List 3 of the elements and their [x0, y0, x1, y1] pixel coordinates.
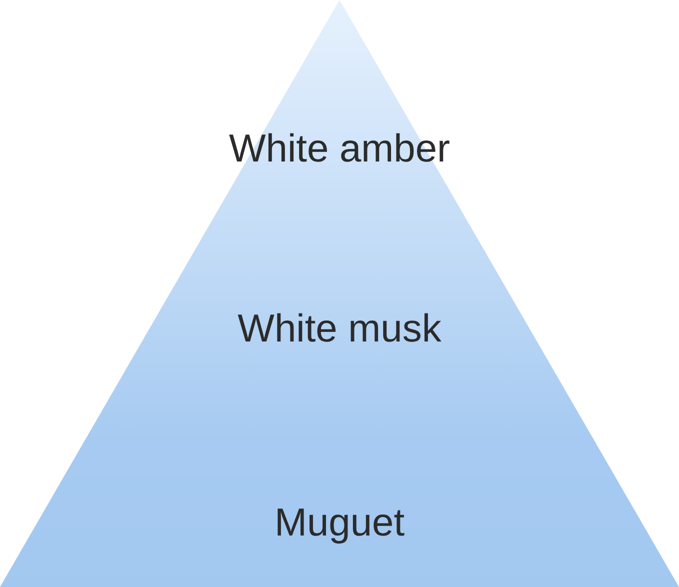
tier-label: White amber [228, 128, 450, 172]
tier-label: White musk [238, 309, 442, 352]
tier-label: Muguet [274, 502, 405, 546]
